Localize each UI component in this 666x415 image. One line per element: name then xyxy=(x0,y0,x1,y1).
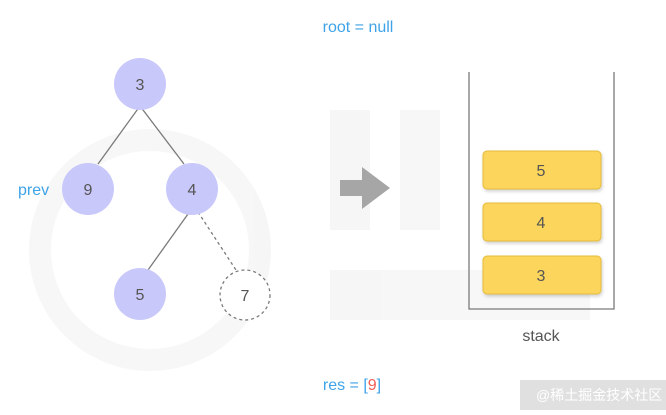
result-value: 9 xyxy=(368,377,377,394)
svg-text:3: 3 xyxy=(136,77,145,94)
svg-text:5: 5 xyxy=(136,287,145,304)
svg-text:4: 4 xyxy=(537,215,546,232)
svg-text:3: 3 xyxy=(537,268,546,285)
stack-item-middle: 4 xyxy=(482,202,602,242)
stack-label: stack xyxy=(522,328,560,345)
right-arrow-icon xyxy=(340,167,390,209)
result-text: res = [9] xyxy=(323,377,381,394)
edge-4-7-dashed xyxy=(197,211,237,271)
tree-node-5: 5 xyxy=(114,268,166,320)
edge-4-5 xyxy=(147,213,189,271)
edge-3-4 xyxy=(139,105,185,165)
watermark: @稀土掘金技术社区 xyxy=(520,380,666,410)
tree-node-7-null: 7 xyxy=(219,269,271,321)
svg-text:7: 7 xyxy=(241,288,250,305)
stack-item-top: 5 xyxy=(482,150,602,190)
prev-label: prev xyxy=(18,182,49,199)
edge-3-9 xyxy=(97,105,141,165)
svg-text:5: 5 xyxy=(537,163,546,180)
tree-node-3: 3 xyxy=(114,58,166,110)
svg-text:4: 4 xyxy=(188,182,197,199)
background-logo xyxy=(29,110,590,371)
svg-text:9: 9 xyxy=(84,182,93,199)
stack-item-bottom: 3 xyxy=(482,255,602,295)
result-prefix: res = [ xyxy=(323,377,368,394)
tree-node-4: 4 xyxy=(166,163,218,215)
result-suffix: ] xyxy=(377,377,381,394)
svg-text:@稀土掘金技术社区: @稀土掘金技术社区 xyxy=(536,387,662,403)
stack-container xyxy=(468,72,615,310)
root-text: root = null xyxy=(323,19,394,36)
tree-node-9: 9 xyxy=(62,163,114,215)
